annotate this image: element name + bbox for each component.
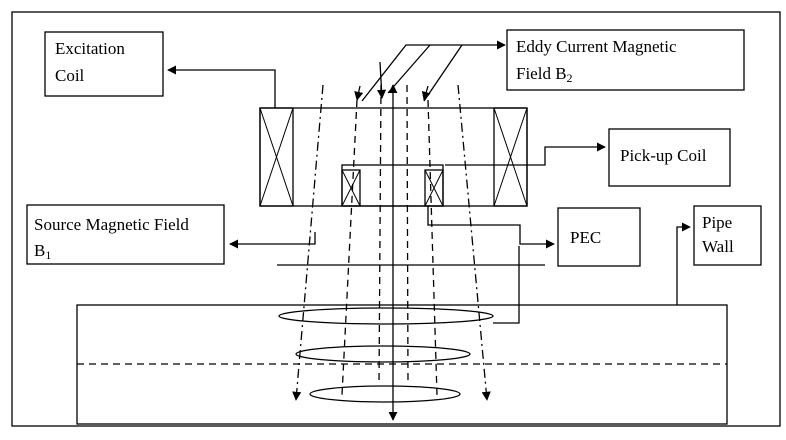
pickup-connector <box>445 142 606 166</box>
pec-return-connector <box>493 246 520 324</box>
pickup-left-winding <box>341 169 361 207</box>
excitation-connector <box>167 65 276 108</box>
eddy-current-line1: Eddy Current Magnetic <box>516 37 677 56</box>
right-winding <box>493 107 528 207</box>
pickup-right-winding <box>424 169 444 207</box>
eddy-current-label-box: Eddy Current Magnetic Field B2 <box>506 29 745 91</box>
left-winding <box>259 107 294 207</box>
pipe-wall-label-box: Pipe Wall <box>693 205 762 266</box>
source-connector <box>229 232 316 249</box>
excitation-coil-line2: Coil <box>55 66 85 85</box>
source-field-label-box: Source Magnetic Field B1 <box>26 204 225 265</box>
source-field-line2: B1 <box>34 241 51 262</box>
source-field-line1: Source Magnetic Field <box>34 215 189 234</box>
field-lines <box>292 84 491 421</box>
pec-label: PEC <box>570 228 601 247</box>
pickup-coil-label-box: Pick-up Coil <box>608 128 731 187</box>
pec-connector <box>427 206 555 249</box>
pipe-wall-connector <box>676 222 691 305</box>
excitation-coil-line1: Excitation <box>55 39 125 58</box>
excitation-coil-label-box: Excitation Coil <box>44 31 164 97</box>
outer-frame <box>11 11 781 427</box>
eddy-field-arrows <box>354 40 506 102</box>
pickup-coil-label: Pick-up Coil <box>620 146 707 165</box>
eddy-current-loops <box>278 307 494 403</box>
pipe-wall-line1: Pipe <box>702 213 732 232</box>
pipe-wall-line2: Wall <box>702 237 734 256</box>
pec-label-box: PEC <box>557 207 641 267</box>
eddy-current-line2: Field B2 <box>516 64 573 85</box>
